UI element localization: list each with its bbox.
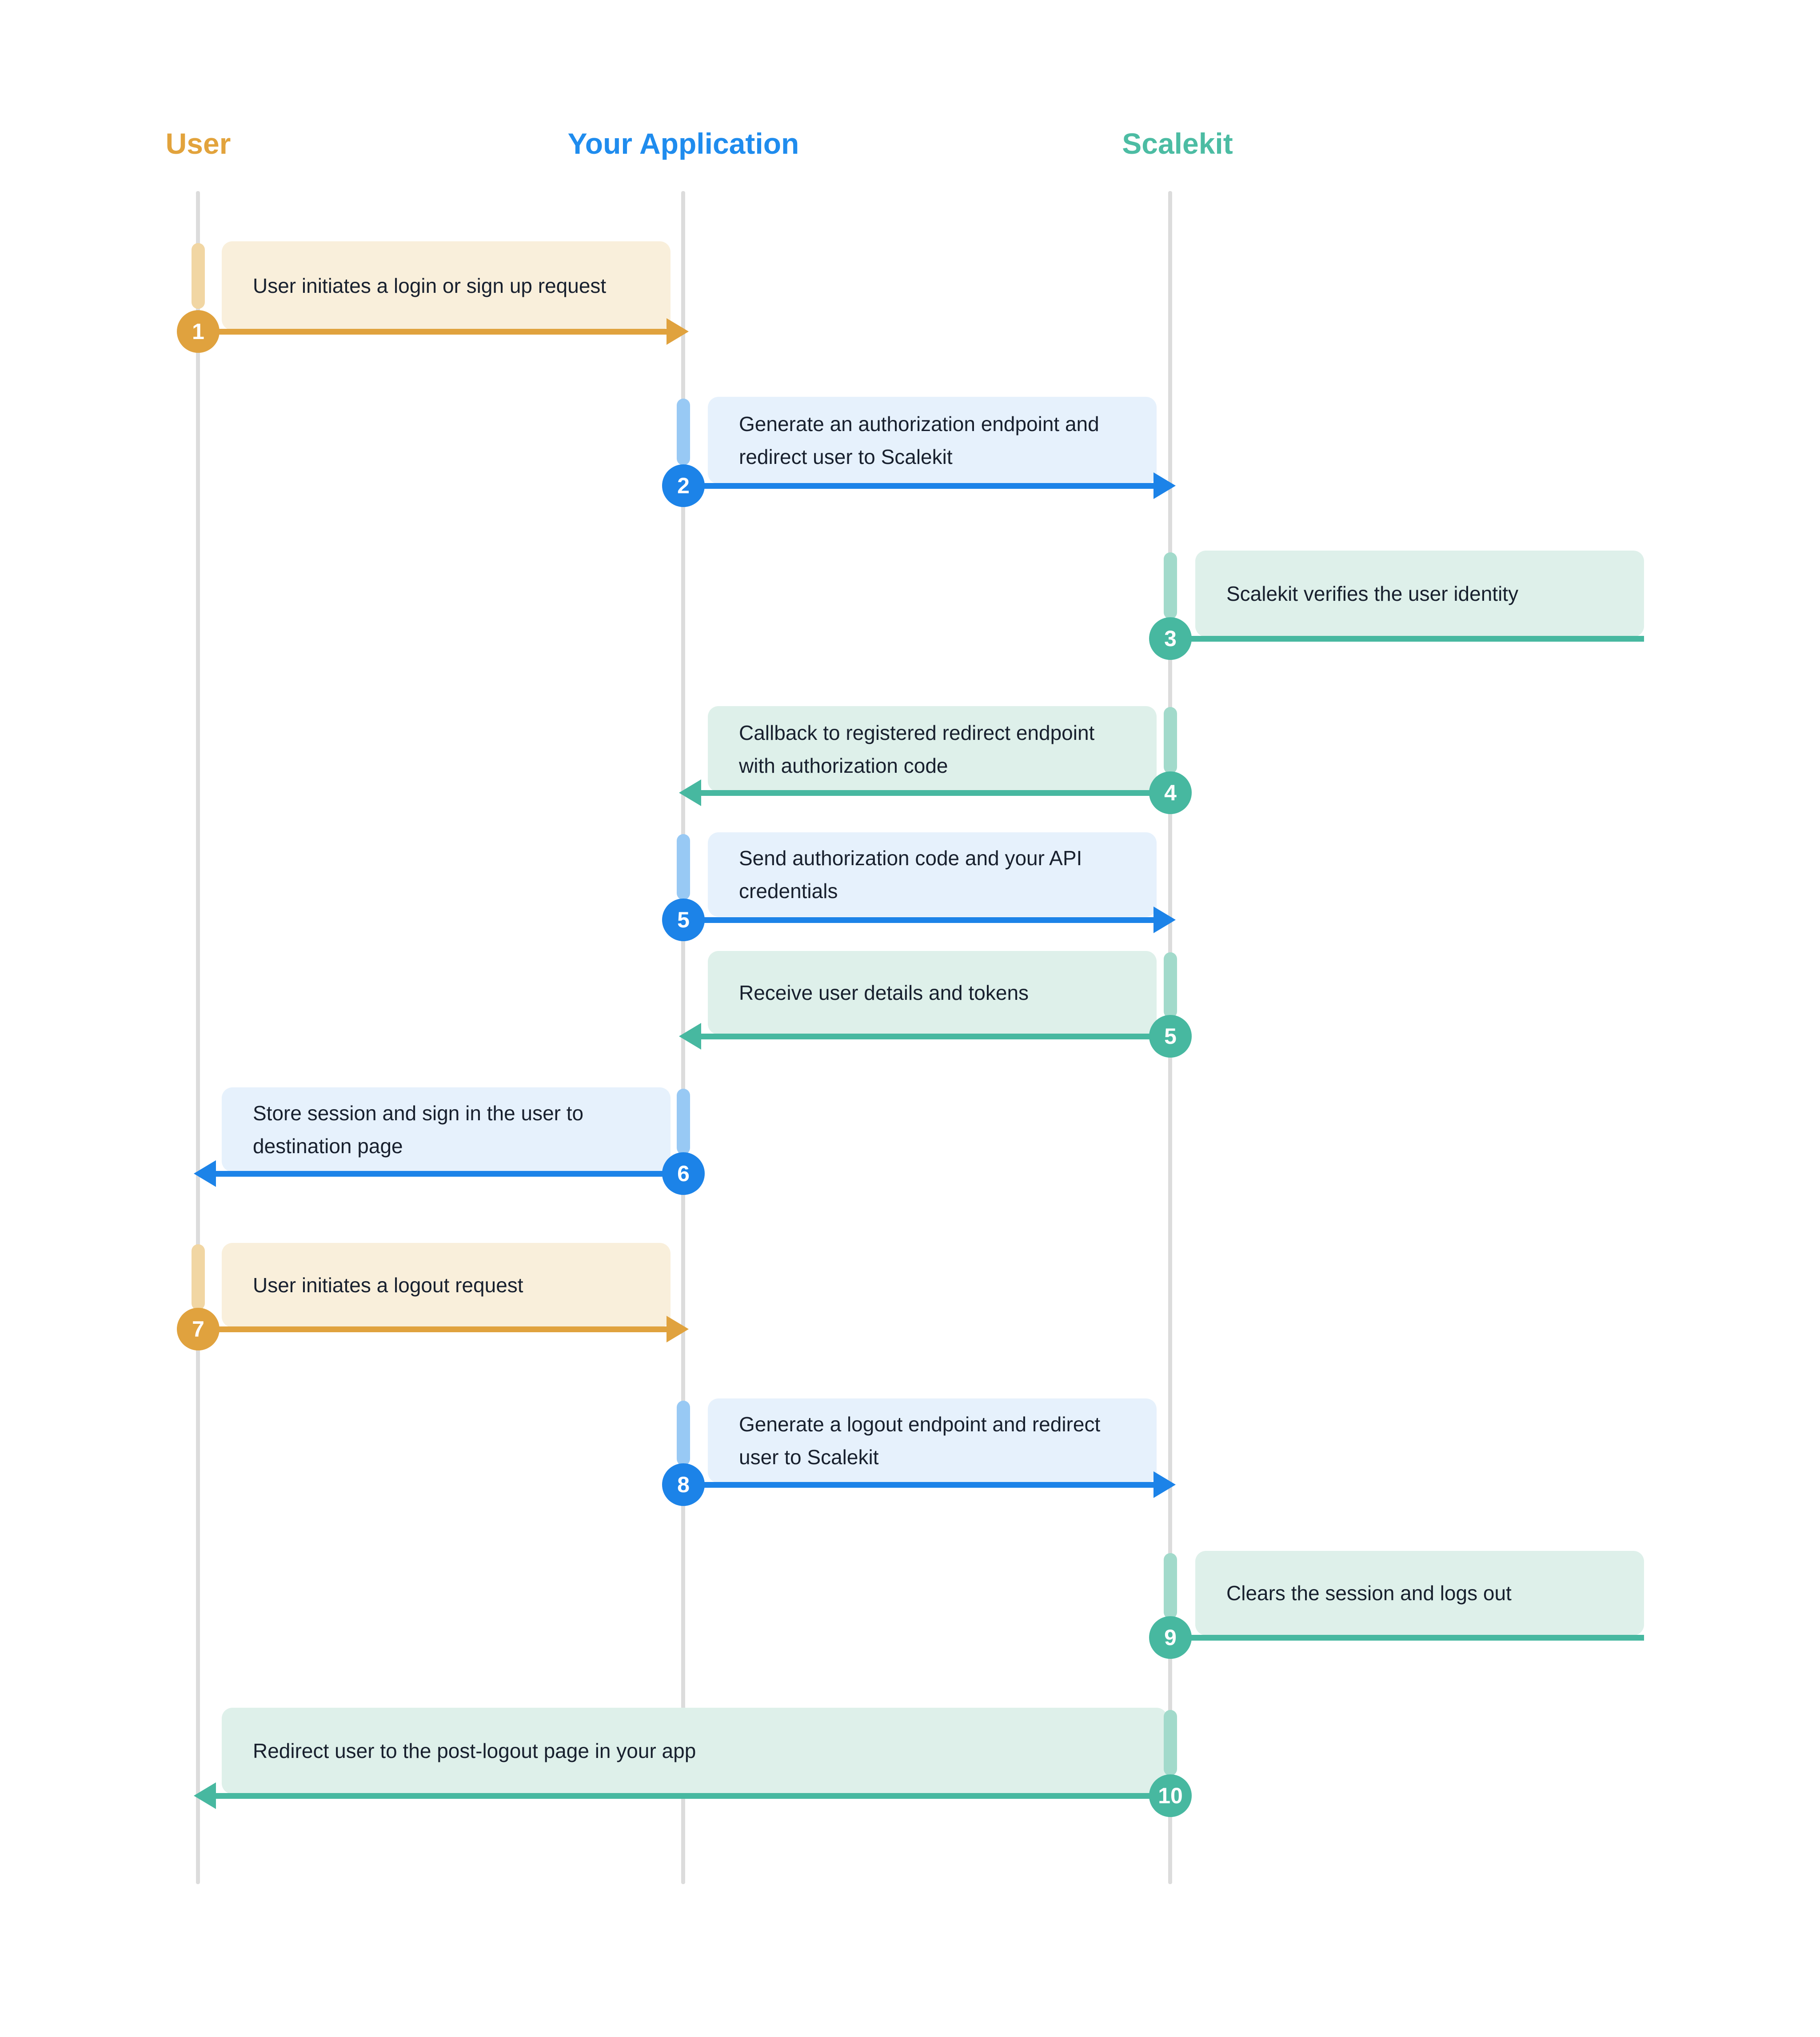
step-4-activation-bar <box>1164 707 1177 774</box>
step-2-arrow-line <box>683 483 1153 489</box>
actor-label-your-application: Your Application <box>567 127 799 160</box>
step-9-self-line <box>1170 1635 1644 1641</box>
step-6-arrowhead-left-icon <box>194 1160 216 1187</box>
step-10-message: Redirect user to the post-logout page in… <box>222 1708 1167 1794</box>
step-9-activation-bar <box>1164 1553 1177 1619</box>
step-7-arrowhead-right-icon <box>667 1316 689 1342</box>
step-5-receive-activation-bar <box>1164 952 1177 1018</box>
lifeline-user <box>196 191 200 1884</box>
step-4-number-badge: 4 <box>1149 771 1192 814</box>
step-8-arrow-line <box>683 1482 1153 1488</box>
step-7-activation-bar <box>192 1244 205 1310</box>
step-9-number-badge: 9 <box>1149 1616 1192 1659</box>
step-5-send-number-badge: 5 <box>662 899 705 941</box>
step-1-activation-bar <box>192 243 205 309</box>
step-7-message: User initiates a logout request <box>222 1243 671 1327</box>
step-7-number-badge: 7 <box>177 1308 220 1350</box>
step-8-arrowhead-right-icon <box>1153 1471 1176 1498</box>
step-5-receive-arrow-line <box>701 1034 1170 1039</box>
step-1-number-badge: 1 <box>177 310 220 353</box>
step-1-arrow-line <box>198 329 669 335</box>
step-1-arrowhead-right-icon <box>667 318 689 345</box>
step-5-receive-arrowhead-left-icon <box>679 1023 701 1050</box>
step-3-number-badge: 3 <box>1149 617 1192 660</box>
step-5-receive-number-badge: 5 <box>1149 1015 1192 1058</box>
step-8-message: Generate a logout endpoint and redirect … <box>708 1398 1157 1483</box>
step-6-activation-bar <box>677 1089 690 1154</box>
step-8-activation-bar <box>677 1401 690 1466</box>
step-6-message: Store session and sign in the user to de… <box>222 1087 671 1172</box>
step-10-arrow-line <box>216 1793 1170 1799</box>
step-9-message: Clears the session and logs out <box>1195 1551 1644 1635</box>
step-2-activation-bar <box>677 399 690 465</box>
step-3-self-line <box>1170 636 1644 642</box>
step-7-arrow-line <box>198 1326 669 1332</box>
step-3-activation-bar <box>1164 552 1177 619</box>
actor-label-scalekit: Scalekit <box>1122 127 1233 160</box>
step-5-receive-message: Receive user details and tokens <box>708 951 1157 1034</box>
step-8-number-badge: 8 <box>662 1463 705 1506</box>
step-10-number-badge: 10 <box>1149 1774 1192 1817</box>
step-4-message: Callback to registered redirect endpoint… <box>708 706 1157 792</box>
step-1-message: User initiates a login or sign up reques… <box>222 241 671 330</box>
step-6-number-badge: 6 <box>662 1152 705 1195</box>
step-10-activation-bar <box>1164 1710 1177 1776</box>
step-5-send-message: Send authorization code and your API cre… <box>708 832 1157 917</box>
step-10-arrowhead-left-icon <box>194 1782 216 1809</box>
step-2-number-badge: 2 <box>662 464 705 507</box>
step-5-send-arrow-line <box>683 917 1153 923</box>
step-6-arrow-line <box>216 1171 683 1177</box>
step-2-message: Generate an authorization endpoint and r… <box>708 397 1157 484</box>
step-5-send-activation-bar <box>677 834 690 900</box>
step-5-send-arrowhead-right-icon <box>1153 907 1176 933</box>
actor-label-user: User <box>165 127 231 160</box>
step-3-message: Scalekit verifies the user identity <box>1195 551 1644 637</box>
step-4-arrowhead-left-icon <box>679 779 701 806</box>
step-2-arrowhead-right-icon <box>1153 472 1176 499</box>
step-4-arrow-line <box>701 790 1170 796</box>
